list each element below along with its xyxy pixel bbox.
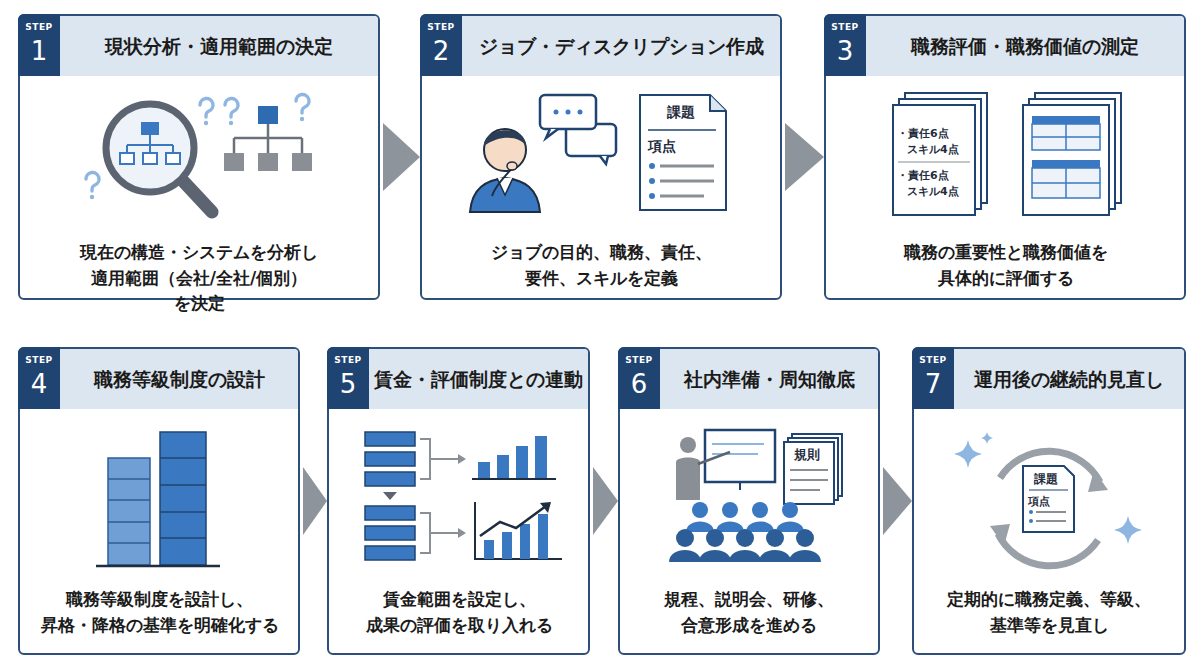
step-description: 賃金範囲を設定し、 成果の評価を取り入れる [361, 587, 557, 638]
step-description: 定期的に職務定義、等級、 基準等を見直し [942, 587, 1156, 638]
flow-chevron [383, 123, 420, 191]
illustration-label: 課題 [1034, 471, 1058, 488]
step-description: 現在の構造・システムを分析し 適用範囲（会社/全社/個別）を決定 [68, 240, 330, 317]
illustration-label: 項点 [648, 138, 676, 156]
step-caption: STEP [618, 355, 660, 365]
step-card: ジョブ・ディスクリプション作成ジョブの目的、職務、責任、 要件、スキルを定義 ST… [420, 14, 782, 300]
step-caption: STEP [912, 355, 954, 365]
step-badge: STEP 2 [420, 14, 462, 76]
step-title: 現状分析・適用範囲の決定 [64, 16, 374, 76]
step-caption: STEP [18, 355, 60, 365]
step-number: 3 [824, 36, 866, 66]
step-badge: STEP 4 [18, 347, 60, 409]
step-badge: STEP 6 [618, 347, 660, 409]
flow-chevron [303, 467, 327, 535]
illustration-label: ・責任6点 [897, 168, 949, 183]
step-title: 社内準備・周知徹底 [664, 349, 874, 409]
step-number: 6 [618, 369, 660, 399]
step-badge: STEP 1 [18, 14, 60, 76]
step-caption: STEP [824, 22, 866, 32]
step-caption: STEP [327, 355, 369, 365]
flow-chevron [593, 467, 618, 535]
step-card: 社内準備・周知徹底規程、説明会、研修、 合意形成を進める STEP 6 [618, 347, 880, 655]
step-description: ジョブの目的、職務、責任、 要件、スキルを定義 [485, 240, 717, 291]
illustration-label: ・責任6点 [897, 126, 949, 141]
step-card: 賃金・評価制度との連動賃金範囲を設定し、 成果の評価を取り入れる STEP 5 [327, 347, 590, 655]
step-card: 現状分析・適用範囲の決定現在の構造・システムを分析し 適用範囲（会社/全社/個別… [18, 14, 380, 300]
step-badge: STEP 3 [824, 14, 866, 76]
step-card: 職務評価・職務価値の測定職務の重要性と職務価値を 具体的に評価する STEP 3 [824, 14, 1186, 300]
flow-chevron [883, 467, 912, 535]
step-number: 1 [18, 36, 60, 66]
step-number: 5 [327, 369, 369, 399]
step-badge: STEP 7 [912, 347, 954, 409]
step-card: 職務等級制度の設計職務等級制度を設計し、 昇格・降格の基準を明確化する STEP 4 [18, 347, 300, 655]
step-title: 職務評価・職務価値の測定 [870, 16, 1180, 76]
illustration-label: 項点 [1028, 494, 1050, 509]
step-number: 4 [18, 369, 60, 399]
illustration-label: スキル4点 [907, 142, 959, 157]
step-caption: STEP [420, 22, 462, 32]
illustration-label: スキル4点 [907, 184, 959, 199]
step-title: ジョブ・ディスクリプション作成 [466, 16, 776, 76]
step-title: 賃金・評価制度との連動 [373, 349, 584, 409]
step-description: 規程、説明会、研修、 合意形成を進める [659, 587, 839, 638]
step-description: 職務等級制度を設計し、 昇格・降格の基準を明確化する [39, 587, 280, 638]
illustration-label: 課題 [667, 104, 695, 122]
step-number: 7 [912, 369, 954, 399]
step-caption: STEP [18, 22, 60, 32]
flow-chevron [785, 123, 824, 191]
step-number: 2 [420, 36, 462, 66]
step-title: 職務等級制度の設計 [64, 349, 294, 409]
step-title: 運用後の継続的見直し [958, 349, 1180, 409]
step-description: 職務の重要性と職務価値を 具体的に評価する [898, 240, 1113, 291]
illustration-label: 規則 [794, 446, 820, 464]
step-badge: STEP 5 [327, 347, 369, 409]
